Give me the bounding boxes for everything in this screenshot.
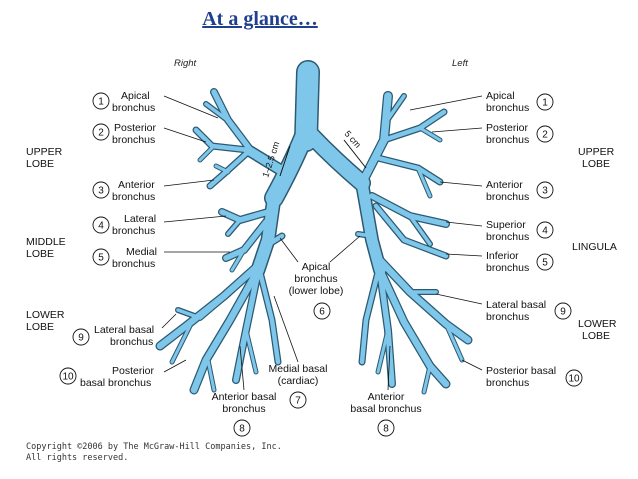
left-labels: 1 Apical bronchus 2 Posterior bronchus 3… xyxy=(409,90,583,389)
label-left-inferior-2: bronchus xyxy=(486,262,529,274)
callout-number: 9 xyxy=(560,307,566,318)
lobe-left-lower-1: LOWER xyxy=(578,318,617,330)
label-apical-lower-2: bronchus xyxy=(294,273,337,285)
lobe-right-lower-2: LOBE xyxy=(26,321,54,333)
label-right-medial-2: bronchus xyxy=(112,258,155,270)
callout-circle xyxy=(554,302,572,320)
label-anterior-basal-right-1: Anterior basal xyxy=(212,391,277,403)
callout-circle xyxy=(92,248,110,266)
callout-circle xyxy=(59,367,77,385)
callout-circle xyxy=(289,391,307,409)
callout-circle xyxy=(536,221,554,239)
bronchial-tree-fill xyxy=(156,61,472,394)
callout-number: 8 xyxy=(239,424,245,435)
callout-number: 1 xyxy=(98,97,104,108)
callout-number: 2 xyxy=(98,128,104,139)
label-right-anterior-1: Anterior xyxy=(118,179,155,191)
callout-circle xyxy=(565,369,583,387)
label-anterior-basal-left-2: basal bronchus xyxy=(350,403,421,415)
label-left-posterior-basal-2: bronchus xyxy=(486,377,529,389)
label-right-lateral-1: Lateral xyxy=(124,213,156,225)
label-right-lateral-basal-1: Lateral basal xyxy=(94,324,154,336)
label-left-posterior-basal-1: Posterior basal xyxy=(486,365,556,377)
callout-circle xyxy=(72,328,90,346)
side-label-left: Left xyxy=(452,58,468,69)
label-apical-lower-1: Apical xyxy=(302,261,331,273)
callout-circle xyxy=(92,123,110,141)
callout-circle xyxy=(92,216,110,234)
label-left-anterior-1: Anterior xyxy=(486,179,523,191)
label-left-apical-2: bronchus xyxy=(486,102,529,114)
callout-number: 10 xyxy=(62,372,74,383)
right-labels: 1 Apical bronchus 2 Posterior bronchus 3… xyxy=(59,90,230,389)
callout-number: 2 xyxy=(542,130,548,141)
callout-number: 5 xyxy=(98,253,104,264)
label-right-medial-1: Medial xyxy=(126,246,157,258)
slide-title: At a glance… xyxy=(202,8,318,30)
label-apical-lower-3: (lower lobe) xyxy=(289,285,344,297)
label-right-apical-2: bronchus xyxy=(112,102,155,114)
label-left-posterior-2: bronchus xyxy=(486,134,529,146)
callout-number: 8 xyxy=(383,424,389,435)
lobe-right-upper-1: UPPER xyxy=(26,146,63,158)
lobe-labels: UPPER LOBE MIDDLE LOBE LOWER LOBE UPPER … xyxy=(26,146,617,342)
lobe-left-upper-2: LOBE xyxy=(582,158,610,170)
copyright-line-1: Copyright ©2006 by The McGraw-Hill Compa… xyxy=(26,442,282,452)
label-right-posterior-basal-2: basal bronchus xyxy=(80,377,151,389)
label-right-apical-1: Apical xyxy=(121,90,150,102)
label-medial-basal-2: (cardiac) xyxy=(278,375,319,387)
label-right-posterior-1: Posterior xyxy=(114,122,157,134)
callout-number: 1 xyxy=(542,98,548,109)
callout-circle xyxy=(536,181,554,199)
label-right-lateral-basal-2: bronchus xyxy=(110,336,153,348)
callout-circle xyxy=(313,302,331,320)
callout-number: 3 xyxy=(98,186,104,197)
callout-circle xyxy=(536,125,554,143)
callout-circle xyxy=(233,419,251,437)
lobe-right-middle-1: MIDDLE xyxy=(26,236,66,248)
callout-circle xyxy=(92,181,110,199)
side-label-right: Right xyxy=(174,58,197,69)
label-anterior-basal-right-2: bronchus xyxy=(222,403,265,415)
lobe-lingula: LINGULA xyxy=(572,241,617,253)
callout-number: 9 xyxy=(78,333,84,344)
label-left-lateral-basal-2: bronchus xyxy=(486,311,529,323)
callout-circle xyxy=(536,93,554,111)
callout-number: 3 xyxy=(542,186,548,197)
label-left-lateral-basal-1: Lateral basal xyxy=(486,299,546,311)
label-left-superior-2: bronchus xyxy=(486,231,529,243)
label-right-posterior-2: bronchus xyxy=(112,134,155,146)
label-left-anterior-2: bronchus xyxy=(486,191,529,203)
bottom-labels: Apical bronchus (lower lobe) 6 Anterior … xyxy=(212,235,422,437)
callout-circle xyxy=(377,419,395,437)
label-right-posterior-basal-1: Posterior xyxy=(112,365,155,377)
copyright-line-2: All rights reserved. xyxy=(26,453,128,463)
label-right-anterior-2: bronchus xyxy=(112,191,155,203)
lobe-right-middle-2: LOBE xyxy=(26,248,54,260)
label-medial-basal-1: Medial basal xyxy=(269,363,328,375)
label-left-inferior-1: Inferior xyxy=(486,250,519,262)
lobe-right-lower-1: LOWER xyxy=(26,309,65,321)
lobe-right-upper-2: LOBE xyxy=(26,158,54,170)
callout-number: 5 xyxy=(542,258,548,269)
lobe-left-upper-1: UPPER xyxy=(578,146,615,158)
measurement-left: 5 cm xyxy=(343,129,363,150)
callout-number: 6 xyxy=(319,307,325,318)
callout-number: 4 xyxy=(98,221,104,232)
callout-number: 10 xyxy=(568,374,580,385)
callout-number: 4 xyxy=(542,226,548,237)
label-left-posterior-1: Posterior xyxy=(486,122,529,134)
callout-number: 7 xyxy=(295,396,301,407)
callout-circle xyxy=(92,92,110,110)
label-right-lateral-2: bronchus xyxy=(112,225,155,237)
callout-circle xyxy=(536,253,554,271)
label-left-apical-1: Apical xyxy=(486,90,515,102)
lobe-left-lower-2: LOBE xyxy=(582,330,610,342)
label-anterior-basal-left-1: Anterior xyxy=(368,391,405,403)
label-left-superior-1: Superior xyxy=(486,219,526,231)
